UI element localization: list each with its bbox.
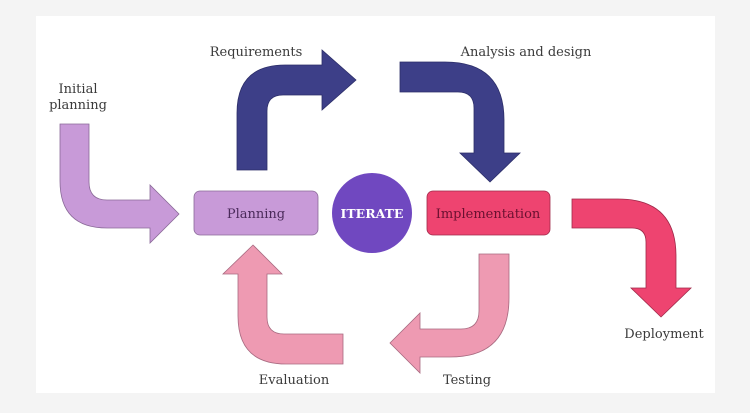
requirements-label: Requirements [210, 45, 303, 60]
planning-node: Planning [193, 190, 319, 236]
initial-planning-label-line2: planning [49, 98, 107, 113]
iterate-center: ITERATE [332, 173, 412, 253]
analysis-and-design-arrow [399, 61, 521, 183]
testing-label: Testing [443, 373, 491, 388]
planning-label: Planning [227, 207, 285, 222]
evaluation-label: Evaluation [259, 373, 330, 388]
implementation-node: Implementation [426, 190, 551, 236]
requirements-arrow [236, 49, 357, 171]
analysis-and-design-label: Analysis and design [460, 45, 592, 60]
deployment-arrow [571, 198, 692, 318]
implementation-label: Implementation [436, 207, 541, 222]
initial-planning-arrow [59, 123, 180, 244]
deployment-label: Deployment [624, 327, 704, 342]
initial-planning-label-line1: Initial [59, 82, 98, 97]
testing-arrow [389, 253, 510, 374]
evaluation-arrow [222, 244, 344, 365]
iterate-label: ITERATE [341, 206, 404, 221]
